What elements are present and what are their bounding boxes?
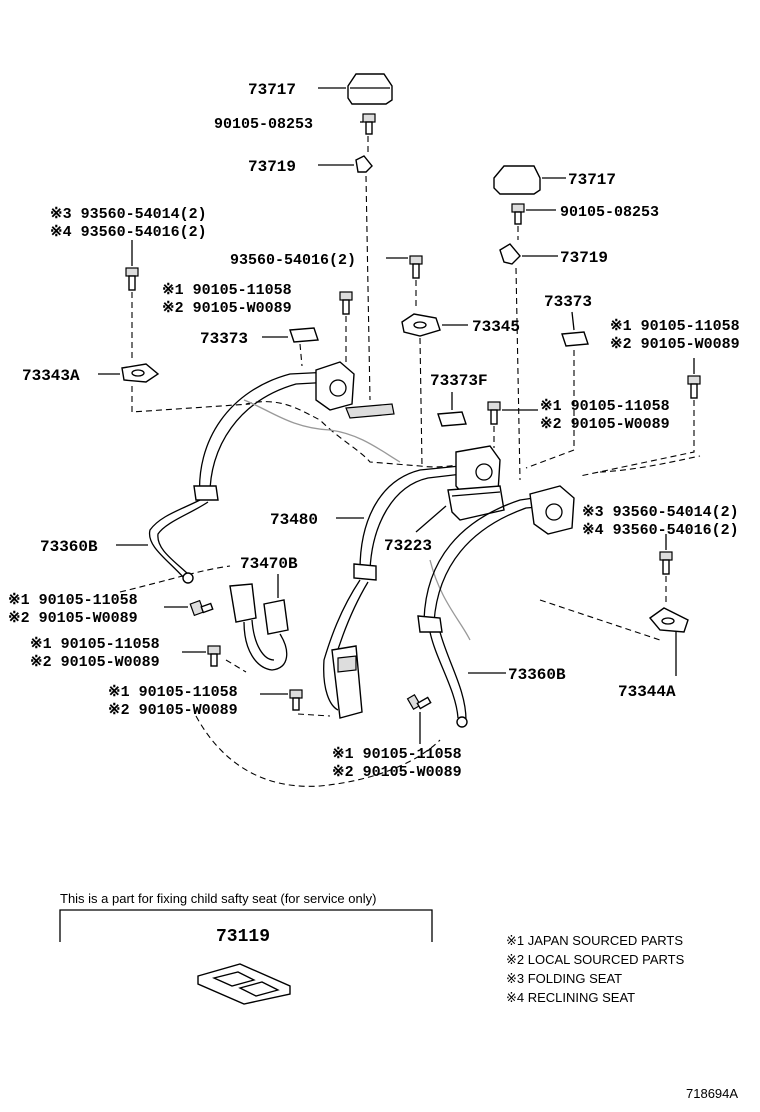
label-73345: 73345 bbox=[472, 318, 520, 336]
label-bolt-g-1: ※1 90105-11058 bbox=[332, 746, 462, 763]
cover-73717-left bbox=[347, 73, 393, 105]
label-73223: 73223 bbox=[384, 537, 432, 555]
label-bolt-r-2: ※2 90105-W0089 bbox=[610, 336, 740, 353]
label-73719-right: 73719 bbox=[560, 249, 608, 267]
bolt-lower-3 bbox=[289, 689, 303, 711]
anchor-73344A bbox=[648, 607, 689, 633]
bolt-93560-middle bbox=[409, 255, 423, 279]
cover-73373F bbox=[437, 411, 467, 427]
anchor-73345 bbox=[401, 313, 441, 337]
label-73719-left: 73719 bbox=[248, 158, 296, 176]
label-93560-right-2: ※4 93560-54016(2) bbox=[582, 522, 739, 539]
label-73480: 73480 bbox=[270, 511, 318, 529]
bracket-73119 bbox=[197, 963, 291, 1005]
label-93560-left-1: ※3 93560-54014(2) bbox=[50, 206, 207, 223]
label-73373F: 73373F bbox=[430, 372, 488, 390]
label-73119: 73119 bbox=[216, 927, 270, 947]
belt-73480 bbox=[323, 445, 505, 719]
label-90105-08253-left: 90105-08253 bbox=[214, 116, 313, 133]
bolt-lower-4 bbox=[406, 693, 432, 711]
label-73344A: 73344A bbox=[618, 683, 676, 701]
label-73360B-left: 73360B bbox=[40, 538, 98, 556]
label-bolt-g-2: ※2 90105-W0089 bbox=[332, 764, 462, 781]
bolt-90105-right-top bbox=[687, 375, 701, 399]
bolt-lower-2 bbox=[207, 645, 221, 667]
legend-item-1: ※1 JAPAN SOURCED PARTS bbox=[506, 933, 683, 948]
label-bolt-c-1: ※1 90105-11058 bbox=[540, 398, 670, 415]
bolt-lower-1 bbox=[189, 599, 214, 617]
label-bolt-a-1: ※1 90105-11058 bbox=[162, 282, 292, 299]
label-73343A: 73343A bbox=[22, 367, 80, 385]
label-73373-left: 73373 bbox=[200, 330, 248, 348]
label-73717-left: 73717 bbox=[248, 81, 296, 99]
bolt-90105-top-left bbox=[339, 291, 353, 315]
child-seat-caption: This is a part for fixing child safty se… bbox=[60, 891, 376, 906]
label-bolt-f-2: ※2 90105-W0089 bbox=[108, 702, 238, 719]
bolt-93560-right bbox=[659, 551, 673, 575]
bracket-73719-left bbox=[355, 155, 373, 173]
label-90105-08253-right: 90105-08253 bbox=[560, 204, 659, 221]
floor-pad bbox=[345, 403, 395, 419]
label-73360B-right: 73360B bbox=[508, 666, 566, 684]
label-73717-right: 73717 bbox=[568, 171, 616, 189]
label-93560-middle: 93560-54016(2) bbox=[230, 252, 356, 269]
belt-73360B-left bbox=[148, 361, 355, 584]
label-73470B: 73470B bbox=[240, 555, 298, 573]
label-bolt-c-2: ※2 90105-W0089 bbox=[540, 416, 670, 433]
legend-item-3: ※3 FOLDING SEAT bbox=[506, 971, 622, 986]
label-93560-right-1: ※3 93560-54014(2) bbox=[582, 504, 739, 521]
legend-item-2: ※2 LOCAL SOURCED PARTS bbox=[506, 952, 685, 967]
bolt-93560-left bbox=[125, 267, 139, 291]
bolt-90105-08253-right bbox=[511, 203, 525, 225]
label-bolt-f-1: ※1 90105-11058 bbox=[108, 684, 238, 701]
buckle-73470B bbox=[229, 583, 289, 671]
label-bolt-a-2: ※2 90105-W0089 bbox=[162, 300, 292, 317]
cover-73373-right bbox=[561, 331, 589, 347]
bolt-90105-08253-left bbox=[362, 113, 376, 135]
label-bolt-d-2: ※2 90105-W0089 bbox=[8, 610, 138, 627]
belt-73360B-right bbox=[417, 485, 575, 728]
legend: ※1 JAPAN SOURCED PARTS ※2 LOCAL SOURCED … bbox=[506, 933, 685, 1005]
label-bolt-r-1: ※1 90105-11058 bbox=[610, 318, 740, 335]
cover-73373-left bbox=[289, 327, 319, 343]
anchor-73343A bbox=[121, 363, 160, 383]
label-bolt-e-1: ※1 90105-11058 bbox=[30, 636, 160, 653]
bracket-73719-right bbox=[499, 243, 521, 265]
bolt-90105-center bbox=[487, 401, 501, 425]
label-bolt-e-2: ※2 90105-W0089 bbox=[30, 654, 160, 671]
label-73373-right: 73373 bbox=[544, 293, 592, 311]
child-seat-fixing-box: This is a part for fixing child safty se… bbox=[59, 891, 433, 1005]
figure-id: 718694A bbox=[686, 1086, 738, 1101]
label-93560-left-2: ※4 93560-54016(2) bbox=[50, 224, 207, 241]
legend-item-4: ※4 RECLINING SEAT bbox=[506, 990, 635, 1005]
cover-73717-right bbox=[493, 165, 541, 195]
label-bolt-d-1: ※1 90105-11058 bbox=[8, 592, 138, 609]
